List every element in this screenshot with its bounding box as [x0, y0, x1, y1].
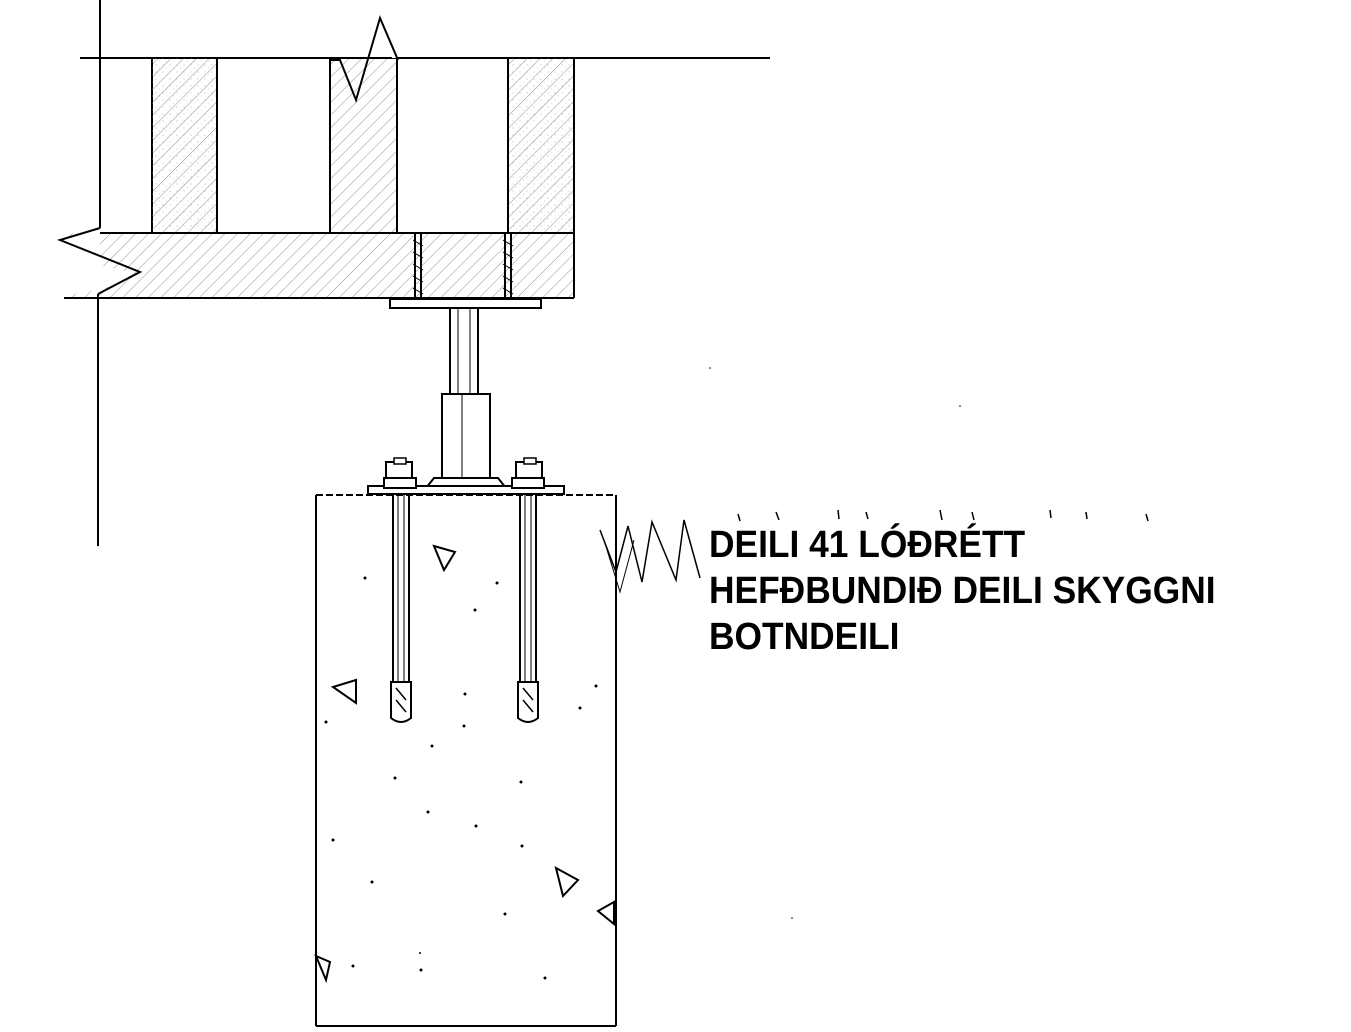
aggregate-triangle: [596, 900, 615, 927]
break-mark-left-fill: [60, 228, 140, 296]
anchor-bolt-right: [511, 457, 545, 723]
stud-1-stipple: [152, 58, 217, 233]
aggregate-triangle: [554, 866, 580, 899]
steel-post: [367, 298, 565, 495]
bottom-plate: [66, 233, 574, 298]
label-line-1: DEILI 41 LÓÐRÉTT: [709, 524, 1026, 566]
screw-right: [502, 232, 514, 300]
concrete-footing: [314, 494, 617, 1027]
detail-label: DEILI 41 LÓÐRÉTT HEFÐBUNDIÐ DEILI SKYGGN…: [709, 522, 1254, 660]
stud-3-stipple: [508, 58, 574, 233]
stud-2: [329, 57, 398, 234]
label-line-2: HEFÐBUNDIÐ DEILI SKYGGNI: [709, 570, 1216, 612]
aggregate-triangle: [314, 954, 332, 984]
break-line-left: [56, 227, 143, 295]
label-line-3: BOTNDEILI: [709, 616, 900, 658]
tick-marks: [737, 509, 1149, 522]
aggregate-triangle: [330, 678, 357, 705]
break-line-right-2: [603, 539, 635, 594]
top-plate: [389, 298, 542, 309]
break-line-right: [599, 519, 701, 583]
post-upper: [449, 307, 479, 397]
break-mark-top: [330, 18, 397, 98]
anchor-bolt-left: [383, 457, 417, 723]
aggregate-dots: [324, 576, 598, 980]
timber-framing: [56, 0, 770, 546]
screw-left: [412, 232, 424, 300]
post-lower: [441, 393, 491, 479]
aggregate-triangle: [432, 544, 457, 573]
break-line-top: [330, 15, 399, 104]
